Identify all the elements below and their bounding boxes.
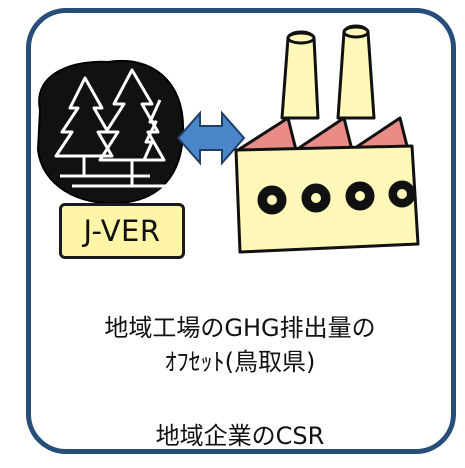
double-arrow-icon [176,110,246,166]
j-ver-badge: J-VER [59,203,185,259]
j-ver-label: J-VER [83,214,161,248]
caption-line-1: 地域工場のGHG排出量の [104,314,376,342]
caption-line-2: ｵﾌｾｯﾄ(鳥取県) [164,348,316,376]
forest-icon [36,59,185,205]
factory-icon [234,24,420,254]
caption-line-3: 地域企業のCSR [155,422,325,450]
